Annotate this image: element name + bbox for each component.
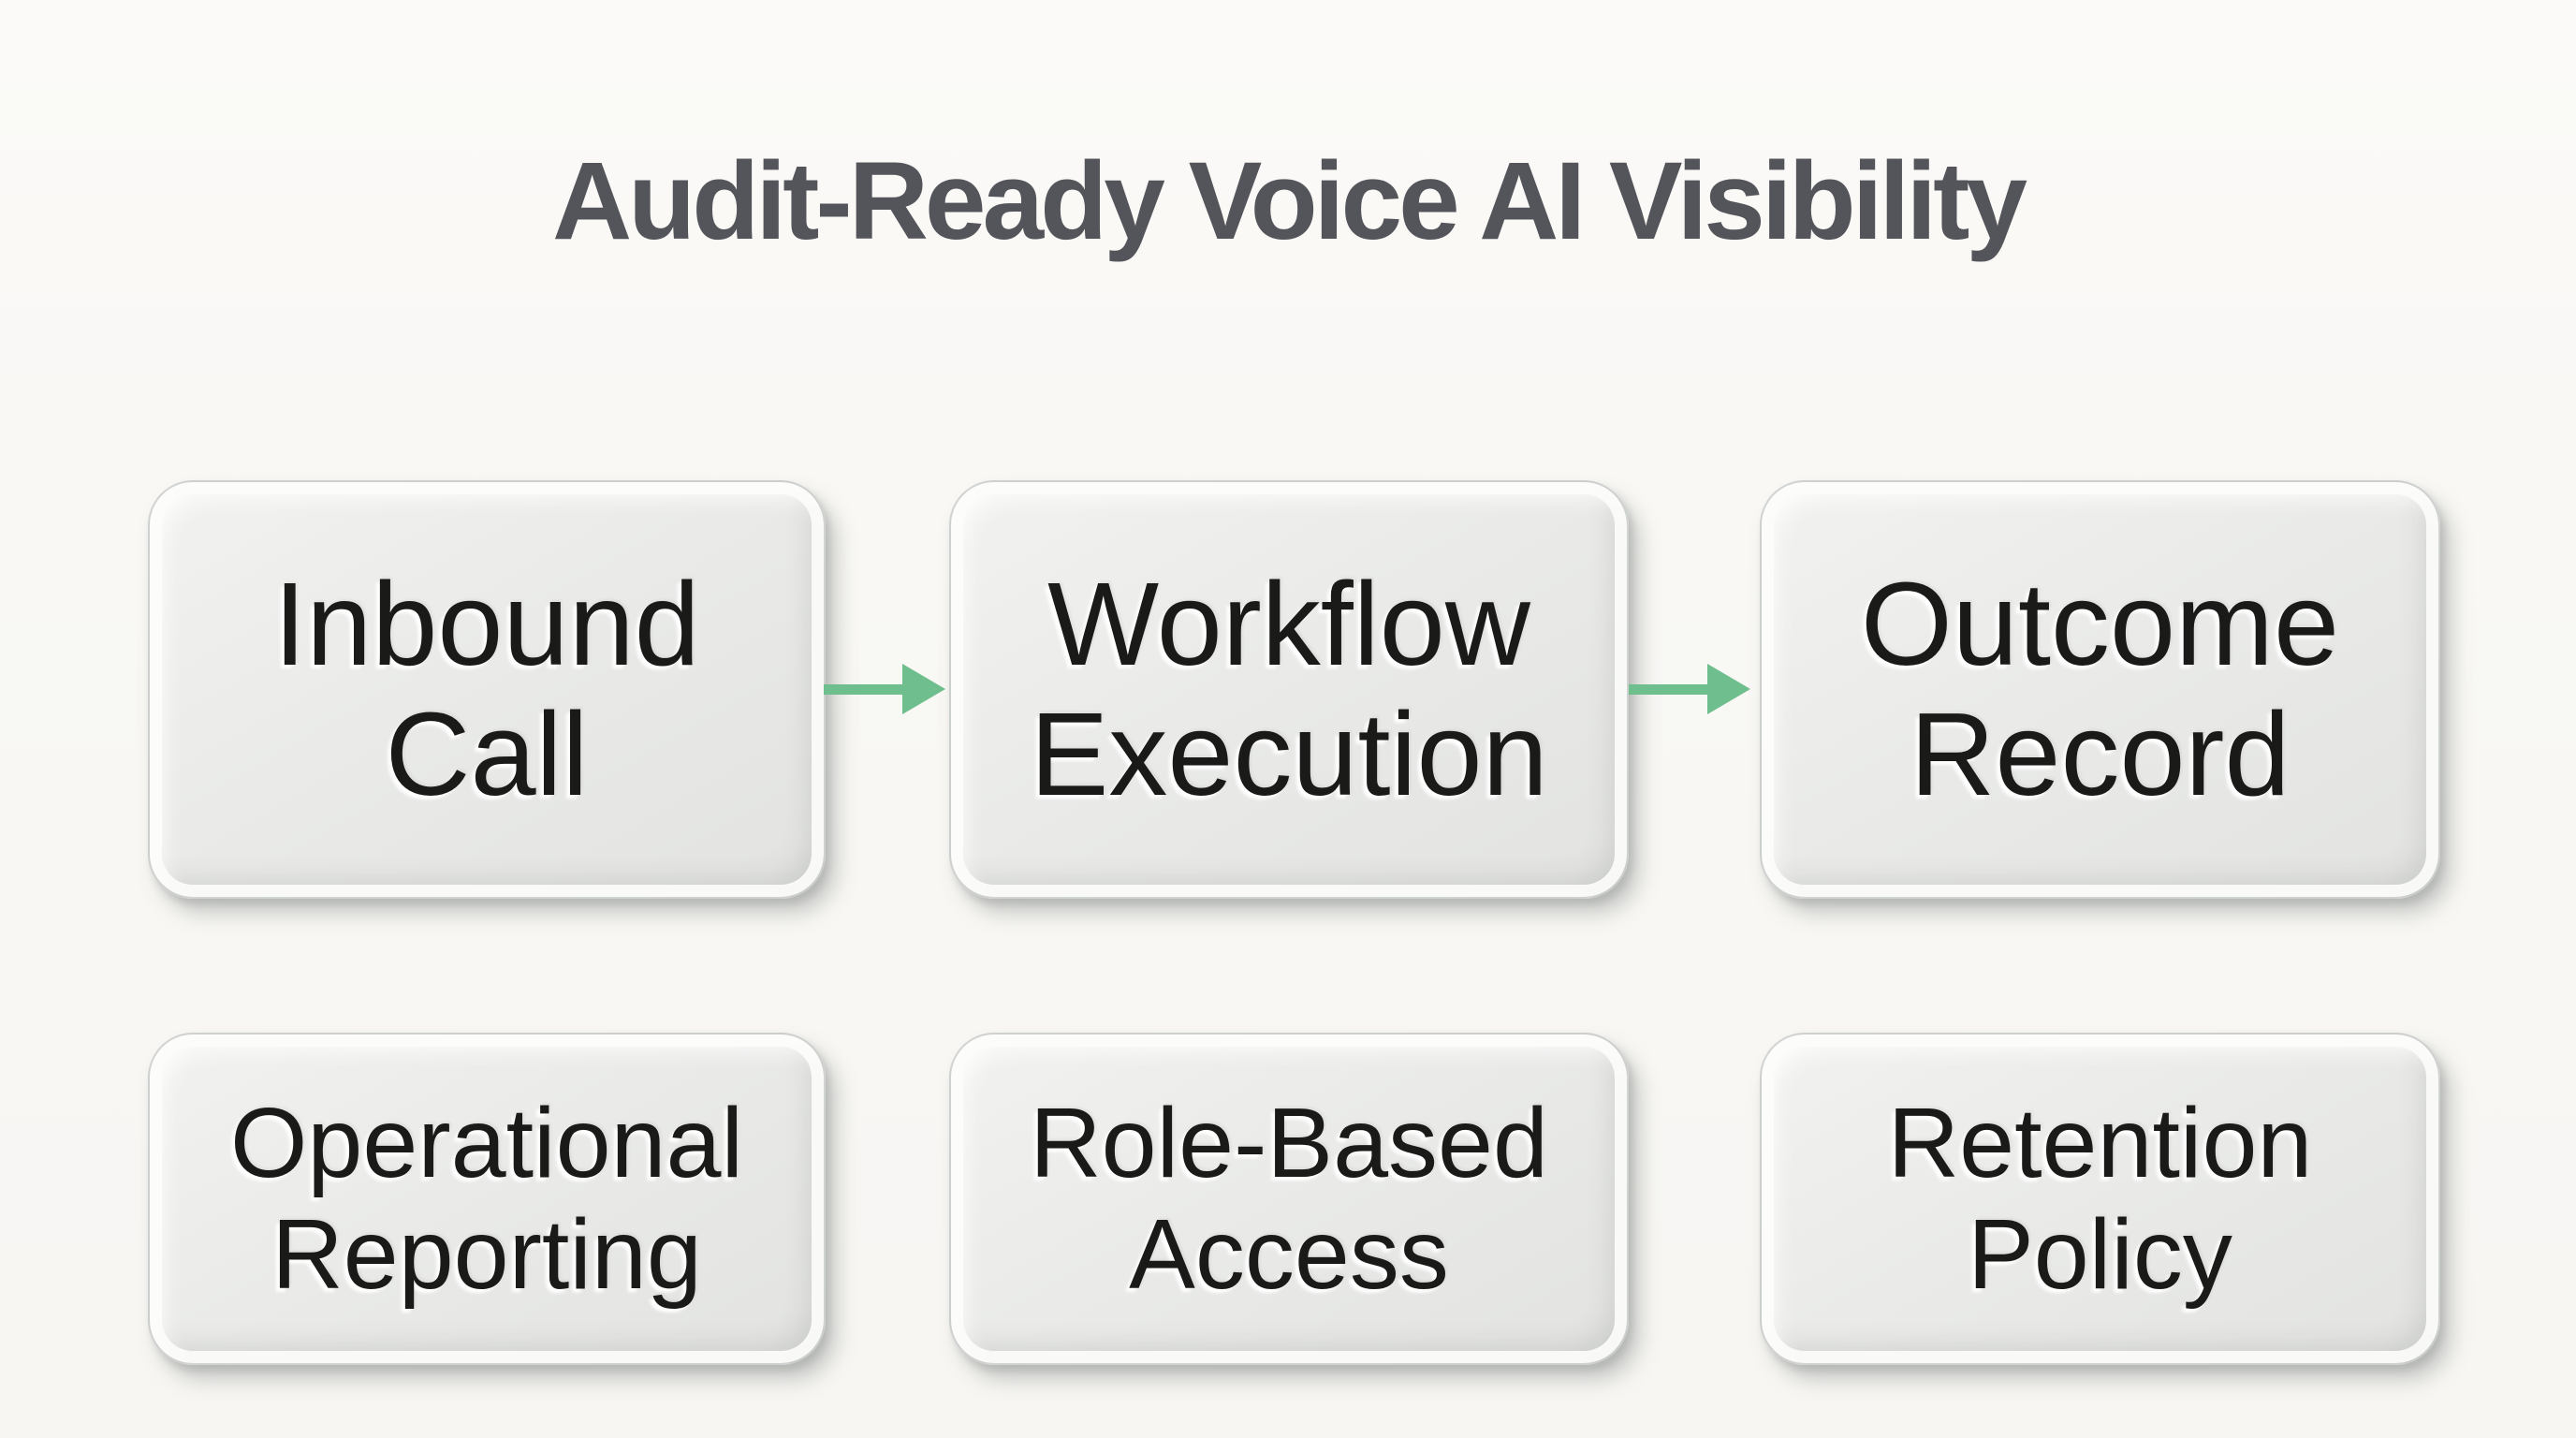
node-label: Inbound Call [273,557,700,820]
flow-node-retention-policy: Retention Policy [1760,1033,2440,1365]
flow-node-inbound-call: Inbound Call [148,480,826,899]
node-label: Role-Based Access [1030,1087,1548,1310]
node-label: Retention Policy [1887,1087,2313,1310]
node-label: Workflow Execution [1030,557,1548,820]
node-label: Operational Reporting [229,1087,743,1310]
flow-arrow-right-icon [1629,661,1752,717]
diagram-title: Audit-Ready Voice AI Visibility [551,139,2027,263]
flow-node-workflow-execution: Workflow Execution [949,480,1629,899]
flow-arrow-right-icon [824,661,947,717]
flow-node-operational-reporting: Operational Reporting [148,1033,826,1365]
flow-node-role-based-access: Role-Based Access [949,1033,1629,1365]
flow-node-outcome-record: Outcome Record [1760,480,2440,899]
node-label: Outcome Record [1860,557,2340,820]
